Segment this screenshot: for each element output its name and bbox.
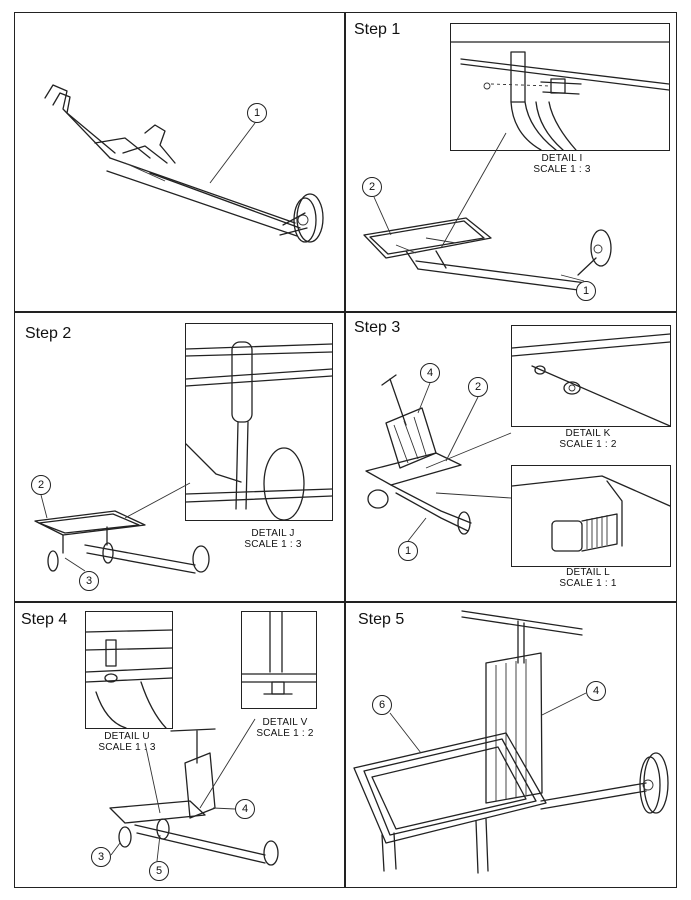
callout-handle: 4 — [420, 363, 440, 383]
detail-i-scale: SCALE 1 : 3 — [533, 164, 591, 175]
callout-handle: 4 — [235, 799, 255, 819]
callout-caster: 3 — [79, 571, 99, 591]
detail-l-scale: SCALE 1 : 1 — [559, 578, 617, 589]
step4-panel: Step 4 DETAIL U SCALE 1 : 3 DETAIL V — [14, 602, 345, 888]
step1-title: Step 1 — [354, 21, 401, 38]
detail-j-view — [185, 323, 333, 521]
step4-title: Step 4 — [21, 611, 68, 628]
step5-panel: Step 5 6 4 — [345, 602, 677, 888]
detail-u-view — [85, 611, 173, 729]
step3-title: Step 3 — [354, 319, 401, 336]
callout-leaders — [389, 692, 587, 754]
callout-leaders — [110, 807, 236, 862]
detail-v-caption: DETAIL V SCALE 1 : 2 — [245, 717, 325, 739]
detail-l-view — [511, 465, 671, 567]
leader-line — [209, 122, 256, 184]
step3-panel: Step 3 DETAIL K SCALE 1 : 2 D — [345, 312, 677, 602]
callout-leaders — [40, 494, 86, 572]
callout-basket: 6 — [372, 695, 392, 715]
detail-i-name: DETAIL I — [541, 153, 583, 164]
detail-j-caption: DETAIL J SCALE 1 : 3 — [233, 528, 313, 550]
callout-leaders — [373, 196, 585, 282]
detail-l-drawing — [512, 475, 670, 552]
detail-l-name: DETAIL L — [566, 567, 610, 578]
step2-title: Step 2 — [25, 325, 72, 342]
detail-u-scale: SCALE 1 : 3 — [98, 742, 156, 753]
step1-panel: Step 1 DETAIL I SCALE 1 : 3 — [345, 12, 677, 312]
detail-j-name: DETAIL J — [251, 528, 295, 539]
callout-frame: 1 — [576, 281, 596, 301]
detail-v-name: DETAIL V — [262, 717, 308, 728]
detail-l-caption: DETAIL L SCALE 1 : 1 — [548, 567, 628, 589]
step1-assembly-drawing — [363, 132, 612, 292]
detail-i-caption: DETAIL I SCALE 1 : 3 — [522, 153, 602, 175]
callout-frame: 1 — [398, 541, 418, 561]
detail-v-drawing — [242, 612, 316, 695]
detail-j-scale: SCALE 1 : 3 — [244, 539, 302, 550]
detail-k-view — [511, 325, 671, 427]
detail-i-view — [450, 23, 670, 151]
detail-k-name: DETAIL K — [565, 428, 611, 439]
callout-axle: 5 — [149, 861, 169, 881]
detail-k-scale: SCALE 1 : 2 — [559, 439, 617, 450]
overview-panel: 1 — [14, 12, 345, 312]
callout-tray: 2 — [362, 177, 382, 197]
step4-assembly-drawing — [109, 718, 279, 866]
step5-assembly-drawing — [353, 610, 669, 874]
callout-frame: 1 — [247, 103, 267, 123]
detail-j-drawing — [186, 341, 332, 520]
detail-k-caption: DETAIL K SCALE 1 : 2 — [548, 428, 628, 450]
detail-u-caption: DETAIL U SCALE 1 : 3 — [87, 731, 167, 753]
step2-assembly-drawing — [34, 482, 210, 574]
frame-overview-drawing — [44, 84, 324, 243]
detail-i-drawing — [451, 41, 669, 150]
detail-u-name: DETAIL U — [104, 731, 150, 742]
step5-title: Step 5 — [358, 611, 405, 628]
step3-assembly-drawing — [365, 374, 512, 535]
callout-caster: 3 — [91, 847, 111, 867]
callout-tray: 2 — [31, 475, 51, 495]
step2-panel: Step 2 DETAIL J SCALE 1 : 3 — [14, 312, 345, 602]
detail-v-scale: SCALE 1 : 2 — [256, 728, 314, 739]
callout-tray: 2 — [468, 377, 488, 397]
callout-leaders — [407, 382, 479, 542]
detail-v-view — [241, 611, 317, 709]
detail-k-drawing — [512, 333, 670, 426]
callout-handle: 4 — [586, 681, 606, 701]
detail-u-drawing — [86, 629, 172, 728]
